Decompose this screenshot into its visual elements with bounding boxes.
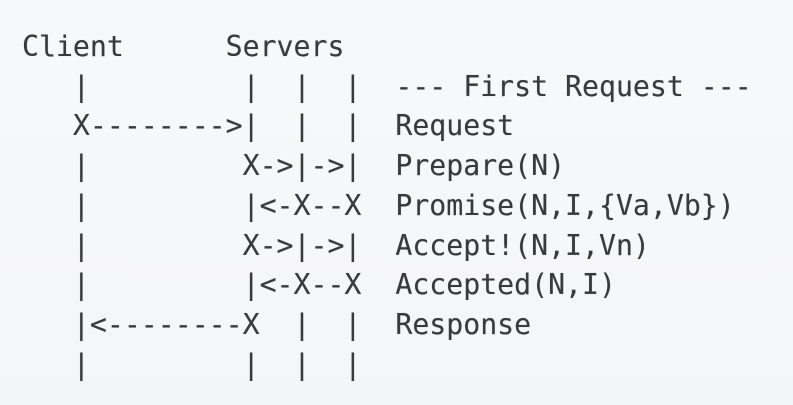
ascii-sequence-diagram: Client Servers | | | | --- First Request… — [22, 30, 752, 381]
